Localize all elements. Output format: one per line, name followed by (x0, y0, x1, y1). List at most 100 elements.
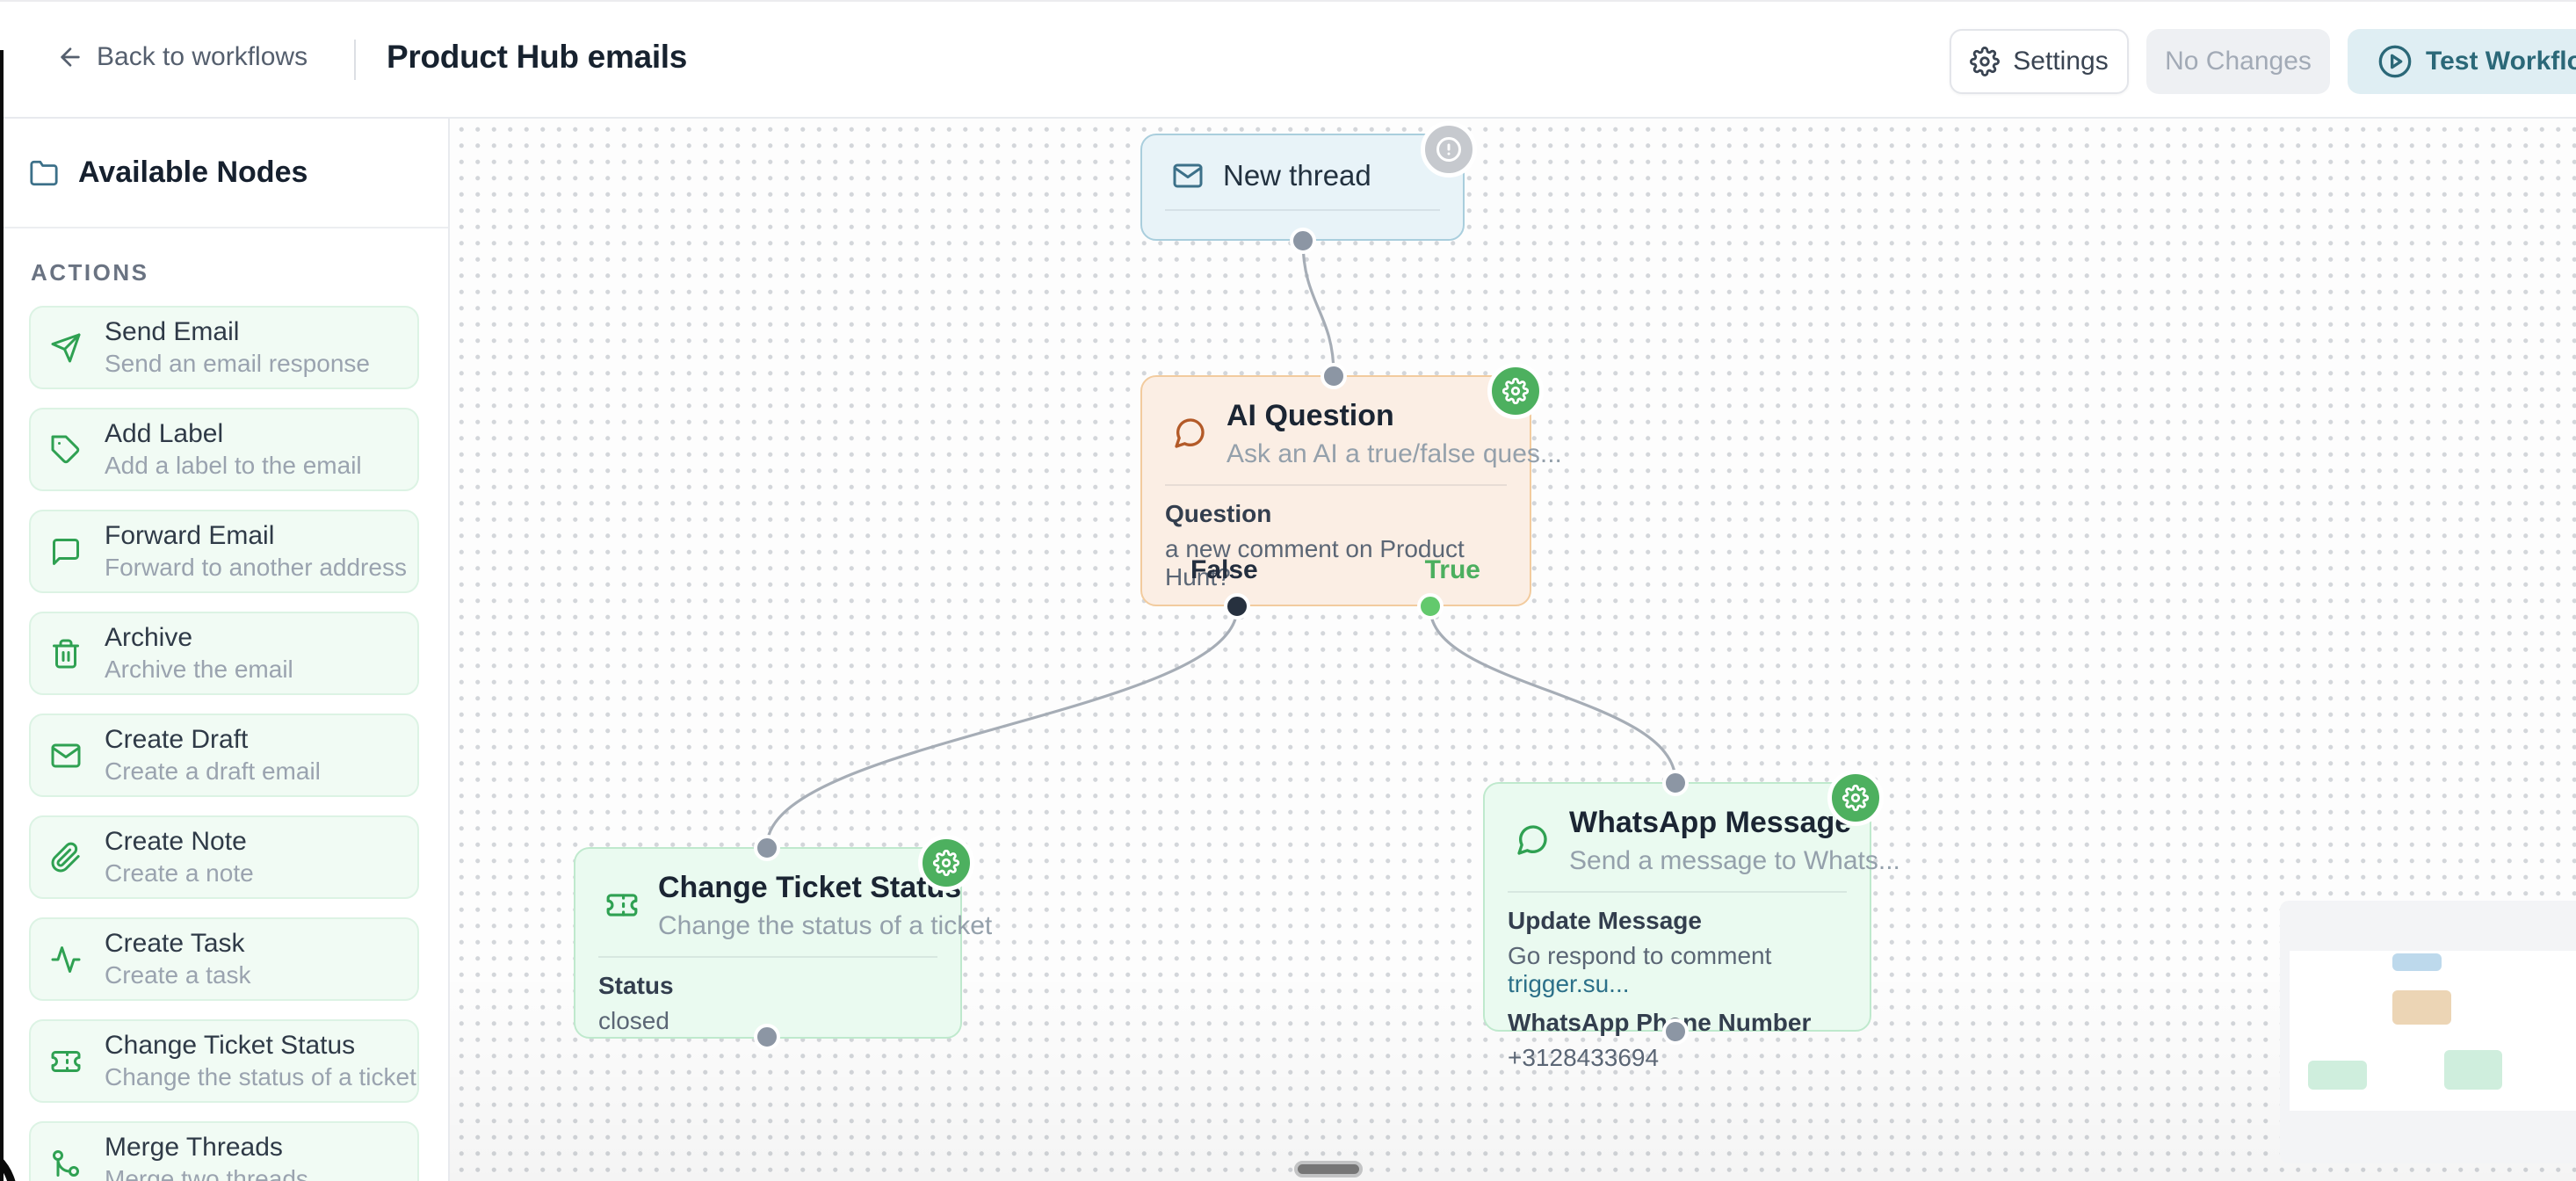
item-title: Forward Email (105, 520, 275, 550)
field-value: Go respond to comment trigger.su... (1508, 941, 1772, 997)
node-ai-question[interactable]: AI Question Ask an AI a true/false ques.… (1140, 363, 1562, 606)
false-output-label: False (1190, 555, 1258, 584)
field-label: Question (1165, 499, 1272, 527)
item-subtitle: Add a label to the email (105, 452, 362, 480)
node-title: New thread (1223, 159, 1371, 192)
top-header: Back to workflows Product Hub emails Set… (0, 2, 2576, 119)
node-title: WhatsApp Message (1569, 806, 1852, 839)
item-subtitle: Forward to another address (105, 554, 407, 582)
port-changeticket-in[interactable] (754, 835, 780, 861)
folder-icon (30, 160, 58, 185)
field-label: WhatsApp Phone Number (1508, 1008, 1812, 1036)
node-divider (1165, 483, 1507, 486)
test-workflow-label: Test Workflow (2426, 47, 2576, 76)
settings-button[interactable]: Settings (1950, 29, 2129, 94)
item-subtitle: Create a note (105, 859, 254, 888)
page-title: Product Hub emails (387, 39, 688, 75)
settings-label: Settings (2013, 47, 2109, 76)
node-divider (598, 955, 937, 958)
item-title: Change Ticket Status (105, 1030, 356, 1060)
actions-section-label: ACTIONS (31, 259, 149, 286)
item-title: Send Email (105, 316, 240, 346)
item-subtitle: Send an email response (105, 350, 370, 378)
mail-icon (1173, 163, 1203, 188)
workflow-canvas[interactable]: New thread AI Question Ask an AI a true/… (450, 119, 2576, 1181)
back-label: Back to workflows (97, 42, 308, 71)
node-whatsapp-message[interactable]: WhatsApp Message Send a message to Whats… (1483, 770, 1900, 1071)
node-subtitle: Send a message to Whats... (1569, 845, 1900, 875)
activity-icon (51, 946, 81, 973)
trash-icon (53, 639, 79, 668)
port-changeticket-out[interactable] (754, 1024, 780, 1050)
gear-badge[interactable] (1487, 363, 1544, 419)
edge-connections (765, 240, 1677, 847)
port-aiquestion-in[interactable] (1321, 363, 1347, 389)
edge-true-whatsapp (1429, 607, 1677, 782)
item-title: Create Draft (105, 724, 249, 754)
left-edge-artifact (0, 50, 4, 1181)
alert-circle-icon (1436, 137, 1461, 162)
node-subtitle: Ask an AI a true/false ques... (1226, 438, 1562, 468)
item-title: Create Note (105, 826, 247, 856)
field-value: +3128433694 (1508, 1043, 1660, 1071)
sidebar-header: Available Nodes (0, 119, 448, 228)
minimap-node-ai-question (2392, 990, 2451, 1025)
gear-icon (1842, 785, 1869, 811)
gear-icon (1970, 47, 2001, 76)
node-new-thread[interactable]: New thread (1140, 121, 1477, 241)
item-title: Create Task (105, 928, 245, 958)
mail-icon (51, 743, 81, 767)
ticket-icon (606, 894, 638, 917)
send-icon (51, 333, 81, 362)
item-subtitle: Change the status of a ticket (105, 1063, 416, 1091)
minimap-node-whatsapp (2444, 1050, 2502, 1090)
node-change-ticket-status[interactable]: Change Ticket Status Change the status o… (574, 835, 992, 1039)
sidebar-title: Available Nodes (78, 156, 308, 189)
message-square-icon (53, 538, 79, 565)
message-circle-icon (1175, 418, 1205, 448)
horizontal-scrollbar-thumb[interactable] (1294, 1161, 1363, 1177)
minimap-node-new-thread (2392, 953, 2442, 971)
item-subtitle: Create a draft email (105, 757, 321, 786)
port-false-out[interactable] (1224, 593, 1250, 619)
ticket-icon (51, 1050, 81, 1072)
no-changes-label: No Changes (2165, 47, 2312, 76)
test-workflow-button[interactable]: Test Workflow (2348, 29, 2576, 94)
play-circle-icon (2378, 45, 2412, 78)
tag-icon (51, 435, 80, 463)
node-subtitle: Change the status of a ticket (658, 910, 993, 940)
port-true-out[interactable] (1417, 593, 1444, 619)
port-whatsapp-out[interactable] (1662, 1018, 1689, 1045)
gear-badge[interactable] (918, 835, 974, 891)
git-merge-icon (53, 1149, 79, 1177)
port-whatsapp-in[interactable] (1662, 770, 1689, 796)
node-divider (1165, 208, 1440, 211)
field-label: Update Message (1508, 906, 1702, 934)
template-token: trigger.su... (1508, 969, 1630, 997)
item-title: Add Label (105, 418, 224, 448)
message-circle-icon (1517, 825, 1547, 855)
port-newthread-out[interactable] (1290, 228, 1316, 254)
node-divider (1508, 890, 1847, 893)
back-to-workflows-link[interactable]: Back to workflows (56, 42, 308, 72)
minimap[interactable] (2280, 901, 2576, 1163)
no-changes-button[interactable]: No Changes (2146, 29, 2330, 94)
field-value: closed (598, 1006, 669, 1034)
item-title: Merge Threads (105, 1132, 283, 1162)
minimap-node-change-ticket (2308, 1061, 2367, 1090)
gear-badge[interactable] (1827, 770, 1884, 826)
paperclip-icon (51, 842, 80, 872)
alert-badge[interactable] (1421, 121, 1477, 178)
item-subtitle: Create a task (105, 961, 251, 989)
